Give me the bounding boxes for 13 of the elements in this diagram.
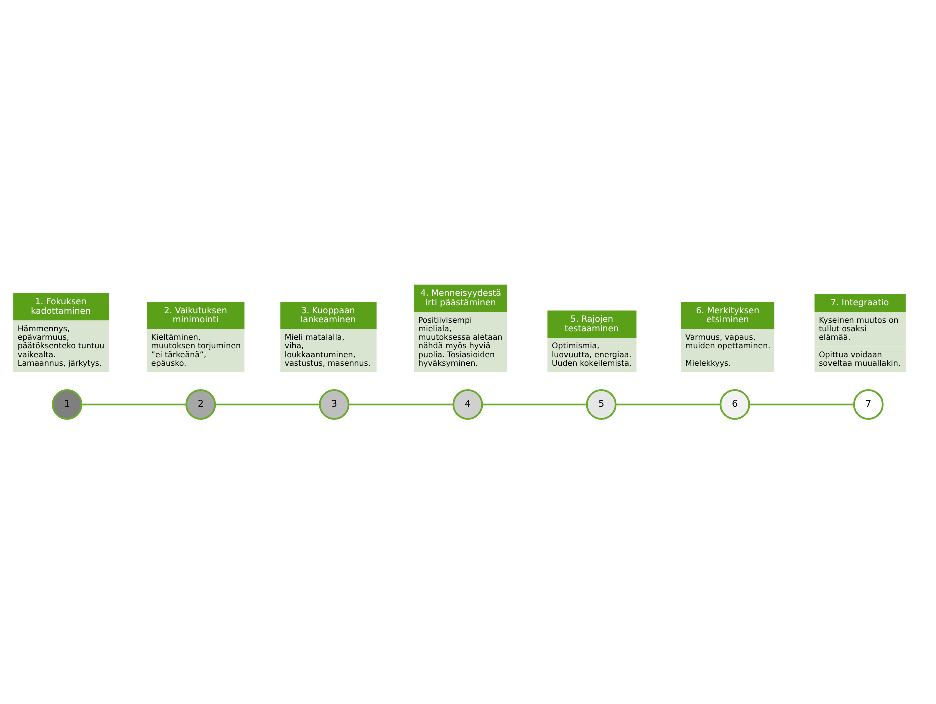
connector bbox=[349, 404, 454, 406]
connector bbox=[82, 404, 186, 406]
connector bbox=[482, 404, 588, 406]
node-circle: 1 bbox=[52, 390, 83, 420]
node-circle: 2 bbox=[186, 390, 216, 420]
connector bbox=[616, 404, 721, 406]
node-circle: 6 bbox=[720, 390, 750, 420]
node-circle: 7 bbox=[853, 390, 884, 420]
connector bbox=[216, 404, 320, 406]
node-circle: 4 bbox=[452, 390, 484, 420]
node-circle: 5 bbox=[586, 390, 617, 420]
connector bbox=[750, 404, 854, 406]
node-circle: 3 bbox=[319, 390, 350, 420]
